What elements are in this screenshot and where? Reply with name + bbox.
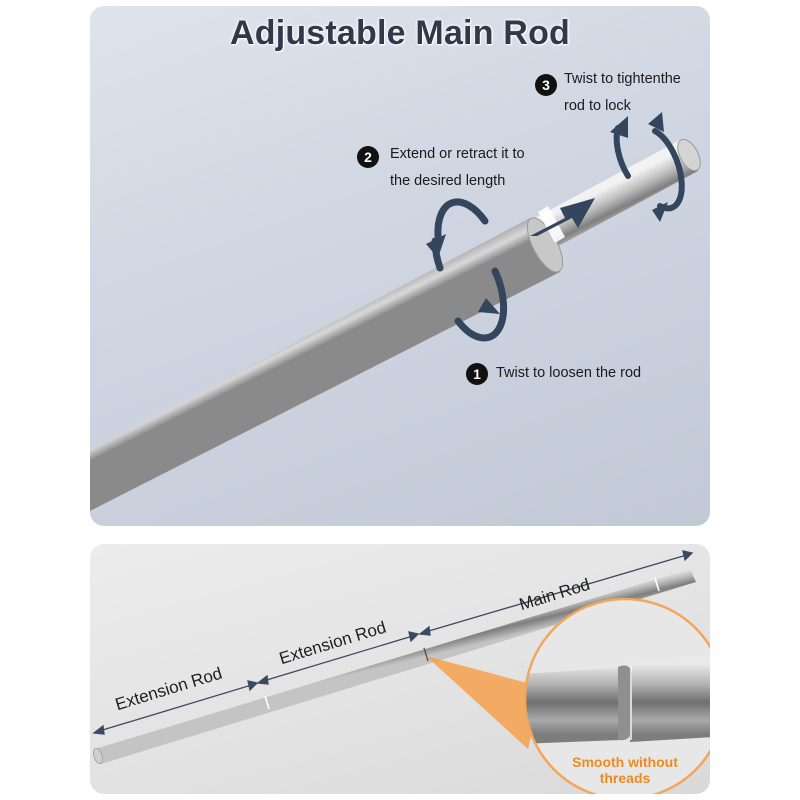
step-3-line-1: Twist to tightenthe: [564, 71, 681, 87]
dimension-arrow-icon: [92, 550, 694, 735]
step-3-text: Twist to tightenthe rod to lock: [564, 66, 681, 120]
extend-arrow-icon: [530, 198, 595, 236]
step-3-badge: 3: [535, 74, 557, 96]
main-rod-panel: Adjustable Main Rod 3 Twist to tightenth…: [90, 6, 710, 526]
callout-line-1: Smooth without: [572, 754, 678, 770]
callout-line-2: threads: [599, 770, 651, 786]
lock-band: [538, 206, 565, 243]
step-1-badge: 1: [466, 363, 488, 385]
inner-rod: [520, 138, 701, 257]
main-rod-illustration: [90, 112, 701, 511]
rod-joint: [264, 695, 270, 710]
rod-parts-panel: Extension Rod Extension Rod Main Rod Smo…: [90, 544, 710, 794]
step-1-text: Twist to loosen the rod: [496, 365, 642, 381]
rotate-arrow-icon: [426, 234, 500, 314]
rod-joint: [423, 647, 429, 662]
zoom-detail: [523, 597, 710, 794]
callout-text: Smooth without threads: [555, 754, 695, 786]
rotate-arrow-icon: [610, 112, 668, 222]
assembled-rod: [93, 569, 696, 765]
step-2-text: Extend or retract it to the desired leng…: [390, 141, 525, 195]
page-title: Adjustable Main Rod: [229, 14, 571, 52]
step-2-badge: 2: [357, 146, 379, 168]
step-2-line-2: the desired length: [390, 173, 506, 189]
rod-joint: [654, 577, 660, 592]
step-3-line-2: rod to lock: [564, 98, 631, 114]
zoom-pointer: [426, 656, 542, 749]
step-2-line-1: Extend or retract it to: [390, 146, 525, 162]
rod-parts-illustration: [92, 550, 710, 794]
